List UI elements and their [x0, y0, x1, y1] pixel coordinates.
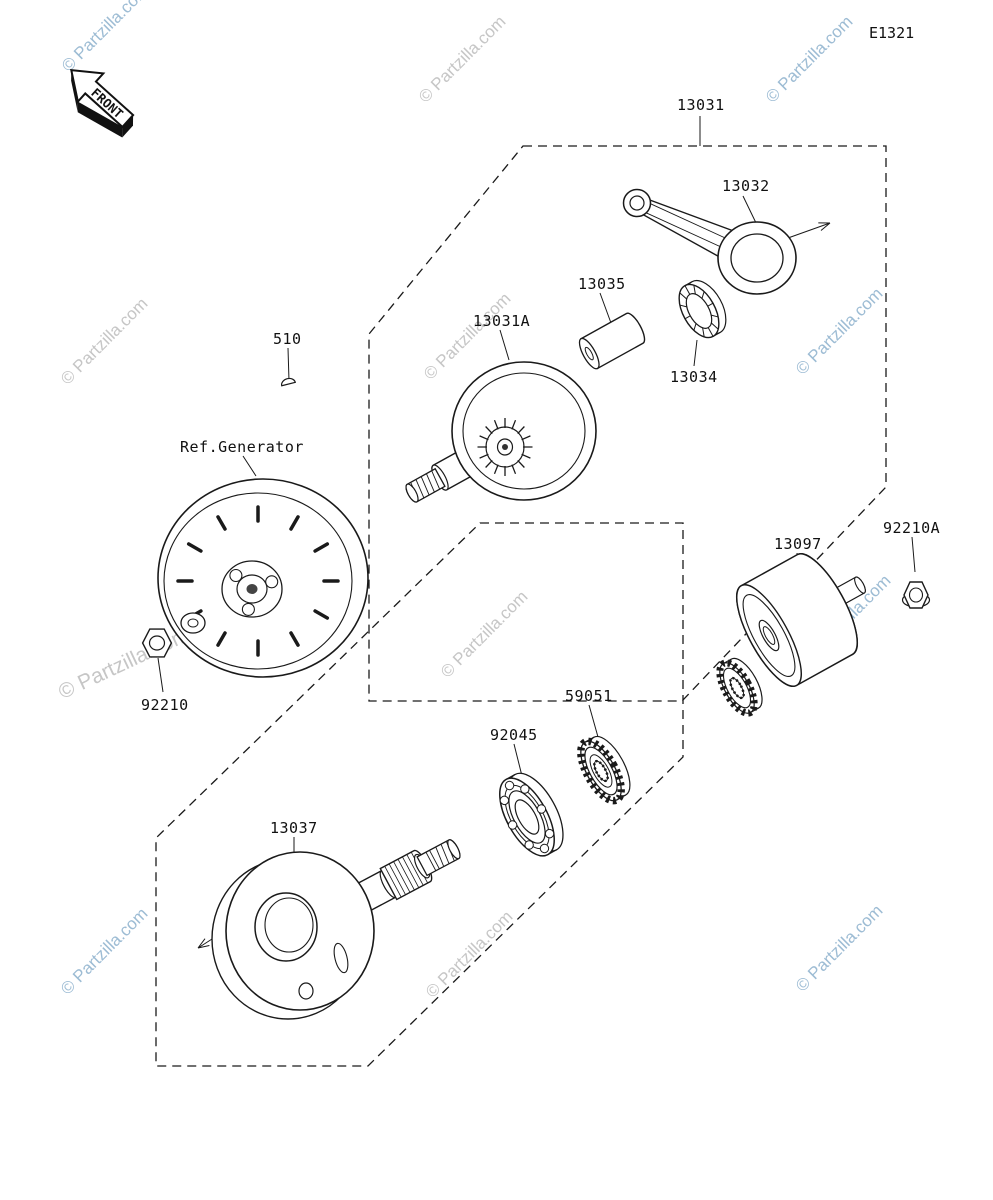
part-label-92210a: 92210A — [883, 519, 941, 537]
kick-idle-gear-drawing — [577, 735, 631, 805]
ref-generator-label: Ref.Generator — [180, 438, 304, 456]
assembly-outline-boxes — [155, 145, 887, 1067]
drum-boss-gear-drawing — [716, 657, 763, 717]
part-label-510: 510 — [273, 330, 302, 348]
crank-disc-drawing — [451, 361, 597, 501]
crankshaft-left-web-drawing — [211, 851, 375, 1020]
generator-rotor-drawing — [157, 478, 369, 678]
part-label-13035: 13035 — [578, 275, 626, 293]
ball-bearing-drawing — [499, 772, 564, 857]
drum-nut-drawing — [901, 581, 931, 609]
crank-pin-drawing — [578, 312, 646, 370]
page-code: E1321 — [869, 24, 915, 42]
rotor-nut-drawing — [141, 612, 206, 658]
woodruff-key-drawing — [281, 377, 297, 387]
front-direction-arrow: FRONT — [70, 68, 135, 138]
part-label-13031a: 13031A — [473, 312, 531, 330]
part-label-92210: 92210 — [141, 696, 189, 714]
part-label-13037: 13037 — [270, 819, 318, 837]
direction-arrows — [197, 222, 831, 949]
part-label-59051: 59051 — [565, 687, 613, 705]
primary-drum-drawing — [736, 553, 866, 687]
needle-bearing-drawing — [678, 279, 727, 339]
part-label-13032: 13032 — [722, 177, 770, 195]
part-label-13034: 13034 — [670, 368, 718, 386]
part-label-13031: 13031 — [677, 96, 725, 114]
part-label-13097: 13097 — [774, 535, 822, 553]
connecting-rod-drawing — [622, 188, 797, 295]
leader-lines — [157, 116, 916, 864]
part-label-92045: 92045 — [490, 726, 538, 744]
